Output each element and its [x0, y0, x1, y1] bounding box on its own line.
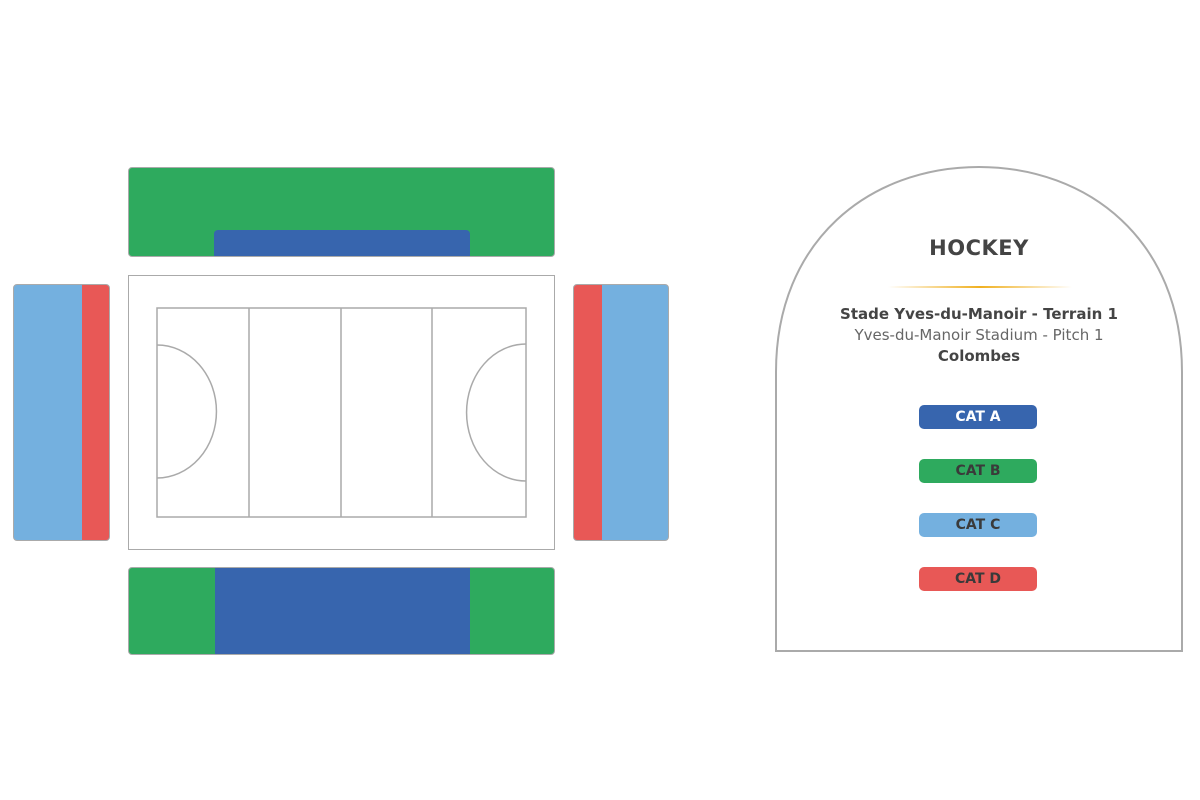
shooting-circle-right [465, 343, 527, 482]
stand-north-cat-a-section[interactable] [214, 230, 470, 256]
legend-cat-d[interactable]: CAT D [919, 567, 1037, 591]
shooting-circle-left [156, 344, 218, 479]
legend-title: HOCKEY [929, 236, 1029, 260]
stand-south[interactable] [128, 567, 555, 655]
stand-west[interactable] [13, 284, 110, 541]
stand-east-cat-d-section[interactable] [574, 285, 602, 540]
legend-cat-c[interactable]: CAT C [919, 513, 1037, 537]
legend-cat-b[interactable]: CAT B [919, 459, 1037, 483]
stand-south-cat-a-section[interactable] [215, 568, 470, 654]
stand-west-cat-d-section[interactable] [82, 285, 109, 540]
stand-north[interactable] [128, 167, 555, 257]
legend-divider [888, 286, 1072, 288]
stand-east[interactable] [573, 284, 669, 541]
venue-name-fr: Stade Yves-du-Manoir - Terrain 1 [840, 305, 1118, 323]
legend-cat-a[interactable]: CAT A [919, 405, 1037, 429]
venue-city: Colombes [937, 347, 1021, 365]
venue-name-en: Yves-du-Manoir Stadium - Pitch 1 [854, 326, 1104, 344]
venue-info: Stade Yves-du-Manoir - Terrain 1 Yves-du… [776, 304, 1182, 367]
